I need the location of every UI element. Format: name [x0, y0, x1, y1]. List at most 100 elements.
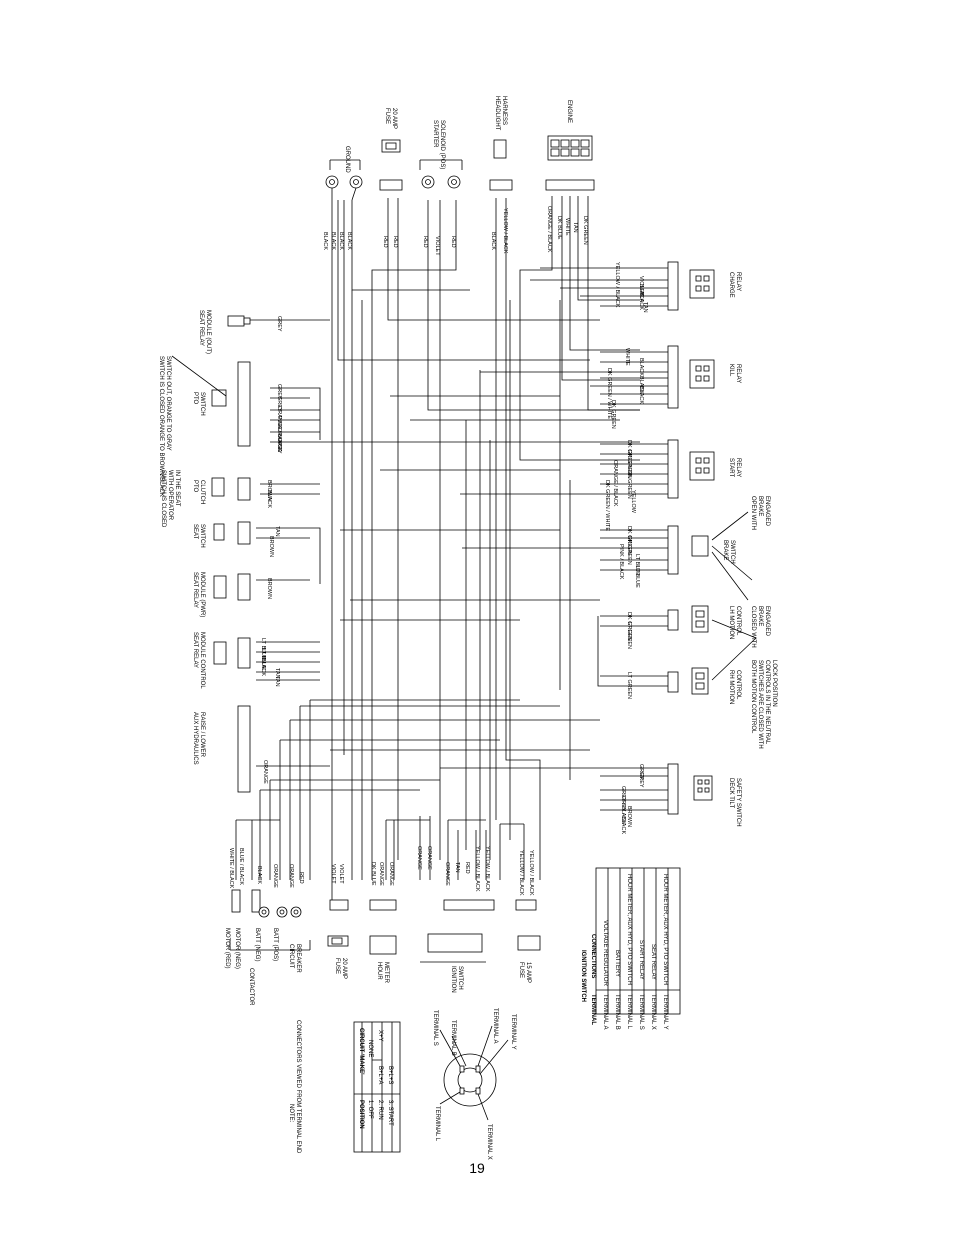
- start-relay-connector: [667, 439, 715, 499]
- wire-contactor-4: ORANGE: [272, 864, 278, 888]
- wire-brake-4: LT BLUE: [634, 554, 640, 576]
- label-pto-note-1: SWITCH IS CLOSED ORANGE TO BROWN/BLACK: [158, 356, 164, 497]
- label-charge-relay-1: CHARGE: [728, 272, 734, 298]
- ign-table-header-2: CONNECTIONS: [590, 934, 596, 978]
- wire-fuse15-2: YELLOW / BLACK: [528, 850, 534, 896]
- wire-ign-4: TAN: [454, 862, 460, 873]
- wire-engine-3: WHITE: [564, 218, 570, 236]
- label-fuse-top-1: FUSE: [384, 108, 390, 124]
- wire-start-4: DK GREEN: [626, 470, 632, 499]
- wire-charge-4: BLACK: [638, 292, 644, 310]
- label-seat-switch-1: SEAT: [192, 524, 198, 540]
- pos-row1-c2: NONE: [367, 1040, 373, 1057]
- label-contactor: CONTACTOR: [248, 968, 254, 1006]
- fuse-20a-bottom: [327, 935, 349, 947]
- wire-ign-5: RED: [464, 862, 470, 874]
- wire-brake-2: DK GREEN: [626, 536, 632, 565]
- label-ignition-switch-2: SWITCH: [457, 966, 463, 990]
- wire-seat-relay-control-3: BLACK: [260, 658, 266, 676]
- wire-pto-2: GREY: [276, 396, 282, 412]
- label-motion-note2-3: CONTROLS IN THE NEUTRAL: [764, 660, 770, 745]
- wire-contactor-2: BLUE / BLACK: [238, 848, 244, 885]
- wire-paths: [235, 196, 668, 900]
- label-start-relay-1: START: [728, 458, 734, 477]
- ign-table-r2-c2: BATTERY: [614, 950, 620, 977]
- ign-table-r3-c2: HOUR METER, AUX HYD, PTO SWITCH: [626, 874, 632, 985]
- pos-row2-c3: X+Y: [377, 1030, 383, 1042]
- label-contactor-term-2: MOTOR (NEG): [234, 928, 240, 969]
- label-hour-meter-2: METER: [383, 962, 389, 984]
- label-fuse-15a-2: 15 AMP: [525, 962, 531, 983]
- label-fuse-top-2: 20 AMP: [391, 108, 397, 129]
- label-circuit-breaker-2: BREAKER: [295, 944, 301, 973]
- ign-table-r2-c1: TERMINAL B: [614, 994, 620, 1030]
- wire-pto-4: PINK / BLACK: [276, 416, 282, 452]
- wire-kill-4: BLACK: [638, 376, 644, 394]
- ign-table-r5-c2: SEAT RELAY: [650, 944, 656, 980]
- label-seat-relay-top-2: MODULE (OUT): [205, 310, 211, 354]
- label-aux-hydraulics-1: AUX HYDRAULICS: [192, 712, 198, 765]
- wire-fuse-2: RED: [392, 236, 398, 248]
- wire-deck-2: GREY: [638, 772, 644, 788]
- wire-brake-5: LT BLUE: [634, 566, 640, 588]
- ign-table-r6-c2: HOUR METER, AUX HYD, PTO SWITCH: [662, 874, 668, 985]
- wire-ground-2: BLACK: [330, 232, 336, 250]
- label-fuse-20a-1: FUSE: [334, 958, 340, 974]
- wire-violet-1: VIOLET: [330, 864, 336, 884]
- wire-seat-relay-control-4: TAN: [274, 668, 280, 679]
- hour-meter-connector: [369, 899, 397, 955]
- label-starter-1: STARTER: [432, 120, 438, 148]
- pos-row3-c2: B+L+S: [387, 1066, 393, 1084]
- wire-charge-3: BLACK: [638, 284, 644, 302]
- wire-starter-3: RED: [450, 236, 456, 248]
- wire-brake-1: DK GREEN: [626, 526, 632, 555]
- wire-rh-1: LT GREEN: [626, 672, 632, 699]
- wire-pto-6: GREY: [276, 438, 282, 454]
- label-contactor-term-1: MOTOR (RED): [224, 928, 230, 969]
- seat-switch-connector: [213, 521, 251, 545]
- wire-kill-1: WHITE: [624, 348, 630, 366]
- ign-table-r1-c1: TERMINAL A: [602, 994, 608, 1029]
- wire-pto-clutch-1: BROWN: [266, 480, 272, 501]
- note-line-1: NOTE:: [288, 1104, 294, 1123]
- wire-ground-3: BLACK: [338, 232, 344, 250]
- ign-terminal-y: TERMINAL Y: [510, 1014, 516, 1050]
- label-pto-clutch-note-2: WITH OPERATOR: [167, 470, 173, 521]
- label-contactor-term-4: BATT (POS): [272, 928, 278, 961]
- wire-lh-1: DK GREEN: [626, 612, 632, 641]
- label-headlight-1: HEADLIGHT: [494, 96, 500, 131]
- wire-ground-1: BLACK: [322, 232, 328, 250]
- label-seat-relay-power-2: MODULE (PWR): [199, 572, 205, 617]
- label-brake-note-1: OPEN WITH: [750, 496, 756, 530]
- ign-terminal-b: TERMINAL B: [450, 1020, 456, 1056]
- label-seat-switch-2: SWITCH: [199, 524, 205, 548]
- wire-pto-5: ORANGE: [276, 428, 282, 452]
- wire-start-3: ORANGE / BLACK: [612, 460, 618, 507]
- aux-hydraulics-connector: [237, 705, 251, 793]
- label-hour-meter-1: HOUR: [376, 962, 382, 980]
- label-pto-switch-1: PTO: [192, 392, 198, 405]
- page-number: 19: [469, 1160, 485, 1176]
- label-motion-note2-1: BOTH MOTION CONTROL: [750, 660, 756, 734]
- wire-deck-5: BROWN: [626, 806, 632, 827]
- label-motion-note2-4: LOCK POSITION: [771, 660, 777, 707]
- wire-starter-2: VIOLET: [434, 236, 440, 256]
- wire-hour-2: ORANGE: [378, 862, 384, 886]
- wire-ign-2: ORANGE: [426, 846, 432, 870]
- wire-seat-relay-control-5: TAN: [274, 676, 280, 687]
- ign-table-r1-c2: VOLTAGE REGULATOR: [602, 920, 608, 987]
- pto-switch-connector: [171, 355, 251, 447]
- label-aux-hydraulics-2: RAISE / LOWER: [199, 712, 205, 758]
- wire-ground-4: BLACK: [346, 232, 352, 250]
- ign-table-r5-c1: TERMINAL X: [650, 994, 656, 1030]
- wire-pto-1: GREY: [276, 384, 282, 400]
- label-pto-clutch-1: PTO: [192, 480, 198, 493]
- label-motion-note-3: ENGAGED: [764, 606, 770, 637]
- ign-terminal-l: TERMINAL L: [434, 1106, 440, 1142]
- wire-violet-2: VIOLET: [338, 864, 344, 884]
- deck-switch-connector: [667, 763, 713, 815]
- wire-headlight-1: BLACK: [490, 232, 496, 250]
- position-table-frame: [353, 1021, 401, 1153]
- wire-headlight-2: YELLOW / BLACK: [502, 208, 508, 254]
- label-brake-note-2: BRAKE: [757, 496, 763, 516]
